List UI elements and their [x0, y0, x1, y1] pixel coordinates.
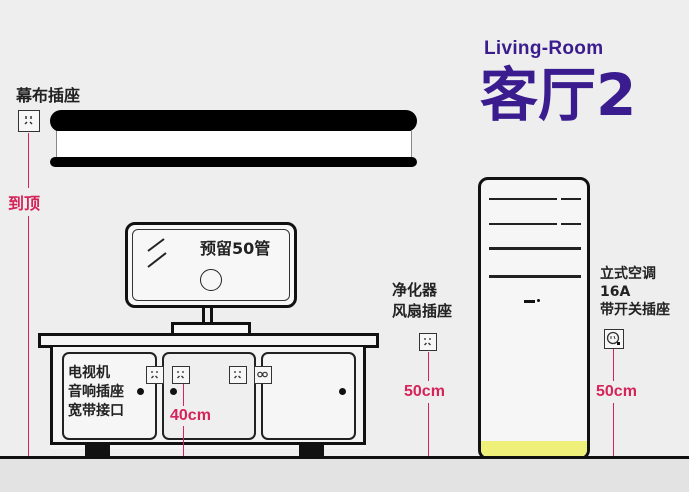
- projector-screen-fabric: [56, 131, 412, 158]
- room-subtitle: Living-Room: [484, 38, 604, 59]
- cabinet-foot-left: [85, 445, 110, 456]
- ac-display-indicator: [524, 300, 535, 303]
- tv-base: [171, 322, 251, 334]
- floor-ac-unit: [478, 177, 590, 460]
- power-outlet-icon: [18, 110, 40, 132]
- ac-vent-line: [489, 223, 557, 225]
- cabinet-gap: [50, 445, 366, 449]
- tv-sockets-line-2: 音响插座: [68, 384, 124, 400]
- power-outlet-icon: [172, 366, 190, 384]
- tv-sockets-line-1: 电视机: [68, 365, 110, 381]
- tv-screen: [132, 229, 290, 301]
- ac-vent-line: [561, 198, 581, 200]
- ac-base: [481, 441, 587, 457]
- tv-sockets-line-3: 宽带接口: [68, 403, 124, 419]
- door-knob-middle: [170, 388, 177, 395]
- purifier-height-label: 50cm: [404, 381, 445, 403]
- floor-area: [0, 459, 689, 492]
- door-knob-left: [137, 388, 144, 395]
- room-title: 客厅2: [480, 61, 637, 129]
- ac-power-light: [537, 299, 540, 302]
- purifier-dimension-line: [428, 352, 429, 456]
- cabinet-door-right: [261, 352, 356, 440]
- ac-vent-line: [489, 275, 581, 278]
- power-outlet-icon: [229, 366, 247, 384]
- purifier-line-1: 净化器: [392, 281, 438, 299]
- ac-vent-line: [489, 247, 581, 250]
- ac-socket-label: 立式空调 16A 带开关插座: [600, 265, 670, 319]
- to-ceiling-label: 到顶: [8, 188, 41, 216]
- cabinet-top: [38, 333, 379, 348]
- tv-frame: 预留50管: [125, 222, 297, 308]
- projector-screen-housing: [50, 110, 417, 132]
- conduit-circle-icon: [200, 269, 222, 291]
- power-outlet-icon: [146, 366, 164, 384]
- ac-height-label: 50cm: [596, 381, 637, 403]
- projector-socket-label: 幕布插座: [16, 86, 81, 105]
- screen-glare-icon: [147, 238, 167, 268]
- cabinet-door-left: [62, 352, 157, 440]
- tv-reserve-label: 预留50管: [200, 239, 271, 258]
- purifier-line-2: 风扇插座: [392, 302, 453, 320]
- ac-line-3: 带开关插座: [600, 302, 670, 318]
- cabinet-foot-right: [299, 445, 324, 456]
- power-outlet-icon: [419, 333, 437, 351]
- ac-vent-line: [561, 223, 581, 225]
- ac-line-2: 16A: [600, 284, 631, 300]
- ac-vent-line: [489, 198, 557, 200]
- tv-neck: [202, 308, 213, 323]
- projector-screen-bar: [50, 157, 417, 167]
- tv-sockets-label: 电视机 音响插座 宽带接口: [68, 364, 124, 421]
- network-port-icon: [254, 366, 272, 384]
- door-knob-right: [339, 388, 346, 395]
- tv-height-label: 40cm: [170, 406, 211, 426]
- ac-line-1: 立式空调: [600, 266, 656, 282]
- switched-outlet-icon: [604, 329, 624, 349]
- floor-line: [0, 456, 689, 459]
- ceiling-dimension-line: [28, 133, 29, 456]
- purifier-socket-label: 净化器 风扇插座: [392, 280, 452, 322]
